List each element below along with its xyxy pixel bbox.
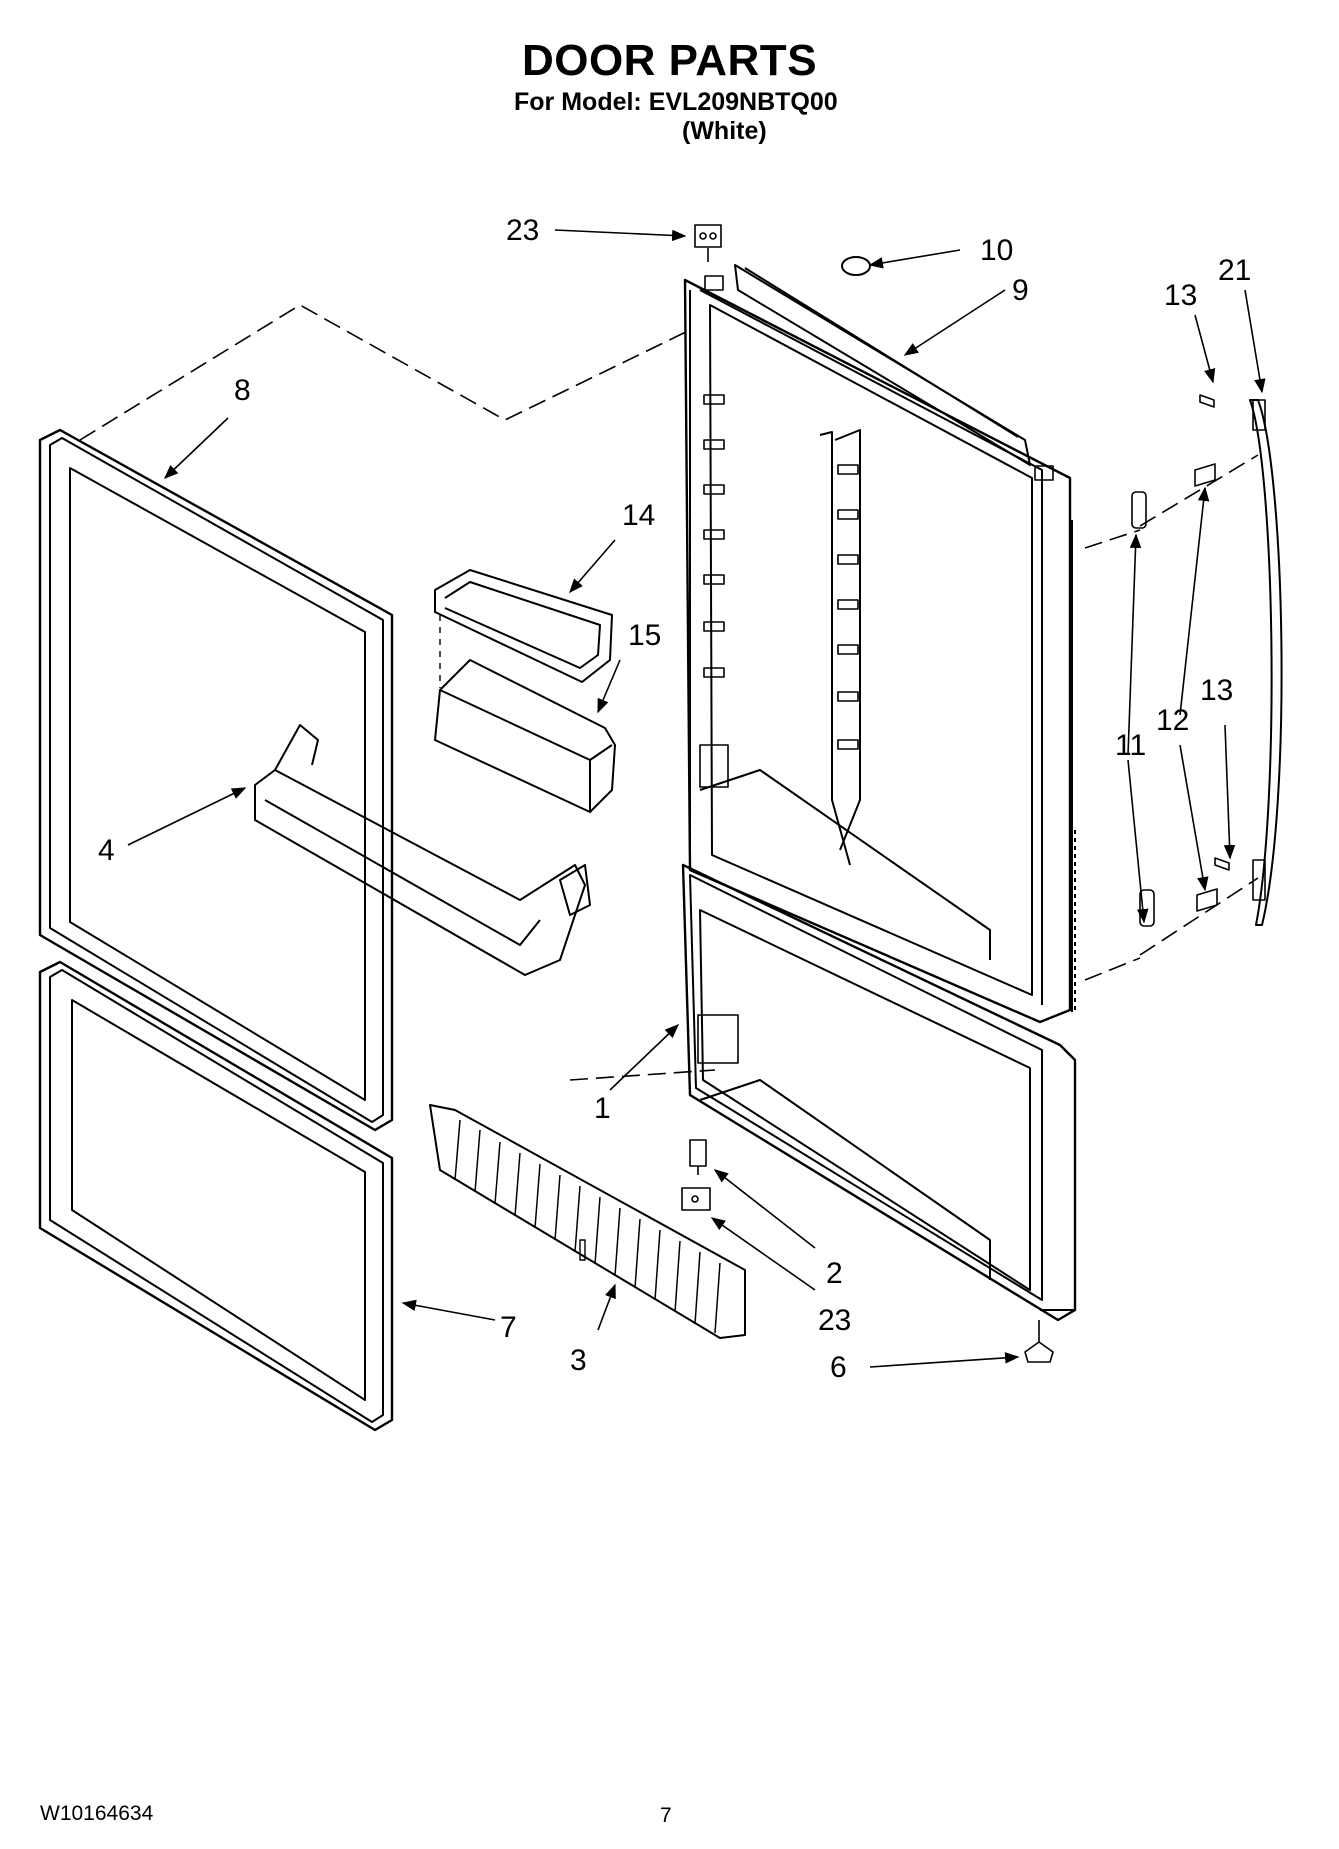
handle-screw-top — [1194, 394, 1216, 487]
bottom-hinge-pin — [689, 1139, 707, 1175]
callout-11: 11 — [1115, 729, 1146, 762]
page-title: DOOR PARTS — [521, 36, 818, 85]
door-stop-top — [1131, 491, 1147, 529]
callout-2: 2 — [826, 1257, 843, 1290]
callout-labels: 23 10 9 13 21 8 14 15 4 13 12 11 1 2 23 … — [98, 214, 1251, 1384]
callout-6: 6 — [830, 1351, 847, 1384]
callout-12: 12 — [1156, 704, 1189, 737]
lower-door-gasket — [38, 960, 394, 1432]
door-handle — [1249, 399, 1283, 926]
callout-23-top: 23 — [506, 214, 539, 247]
alignment-lines — [79, 304, 1259, 1081]
callout-21: 21 — [1218, 254, 1251, 287]
callout-13-bottom: 13 — [1200, 674, 1233, 707]
page-number: 7 — [660, 1804, 672, 1827]
shelf-rail-left — [703, 394, 725, 678]
bottom-hinge-bracket — [681, 1187, 711, 1211]
callout-14: 14 — [622, 499, 655, 532]
callout-3: 3 — [570, 1344, 587, 1377]
callout-23-bottom: 23 — [818, 1304, 851, 1337]
leveling-foot — [1024, 1320, 1054, 1363]
shelf-rail-right — [837, 464, 859, 750]
dairy-bin — [434, 615, 616, 813]
callout-8: 8 — [234, 374, 251, 407]
dairy-bin-lid — [434, 569, 613, 683]
door-bin-large — [254, 724, 591, 976]
callout-9: 9 — [1012, 274, 1029, 307]
document-number: W10164634 — [40, 1802, 154, 1825]
callout-13-top: 13 — [1164, 279, 1197, 312]
upper-door-gasket — [38, 428, 394, 1132]
callout-1: 1 — [594, 1092, 611, 1125]
callout-10: 10 — [980, 234, 1013, 267]
model-line: For Model: EVL209NBTQ00 — [514, 88, 838, 116]
callout-4: 4 — [98, 834, 115, 867]
handle-screw-bottom — [1196, 857, 1230, 912]
callout-15: 15 — [628, 619, 661, 652]
color-variant: (White) — [682, 117, 767, 145]
kickplate-grille — [429, 1104, 746, 1339]
hinge-cap — [841, 256, 871, 276]
leader-lines — [127, 229, 1266, 1368]
upper-door-shell — [683, 264, 1076, 1024]
door-stop-bottom — [1139, 889, 1155, 927]
callout-7: 7 — [500, 1311, 517, 1344]
lower-door — [681, 863, 1077, 1322]
top-hinge-part — [694, 224, 722, 262]
